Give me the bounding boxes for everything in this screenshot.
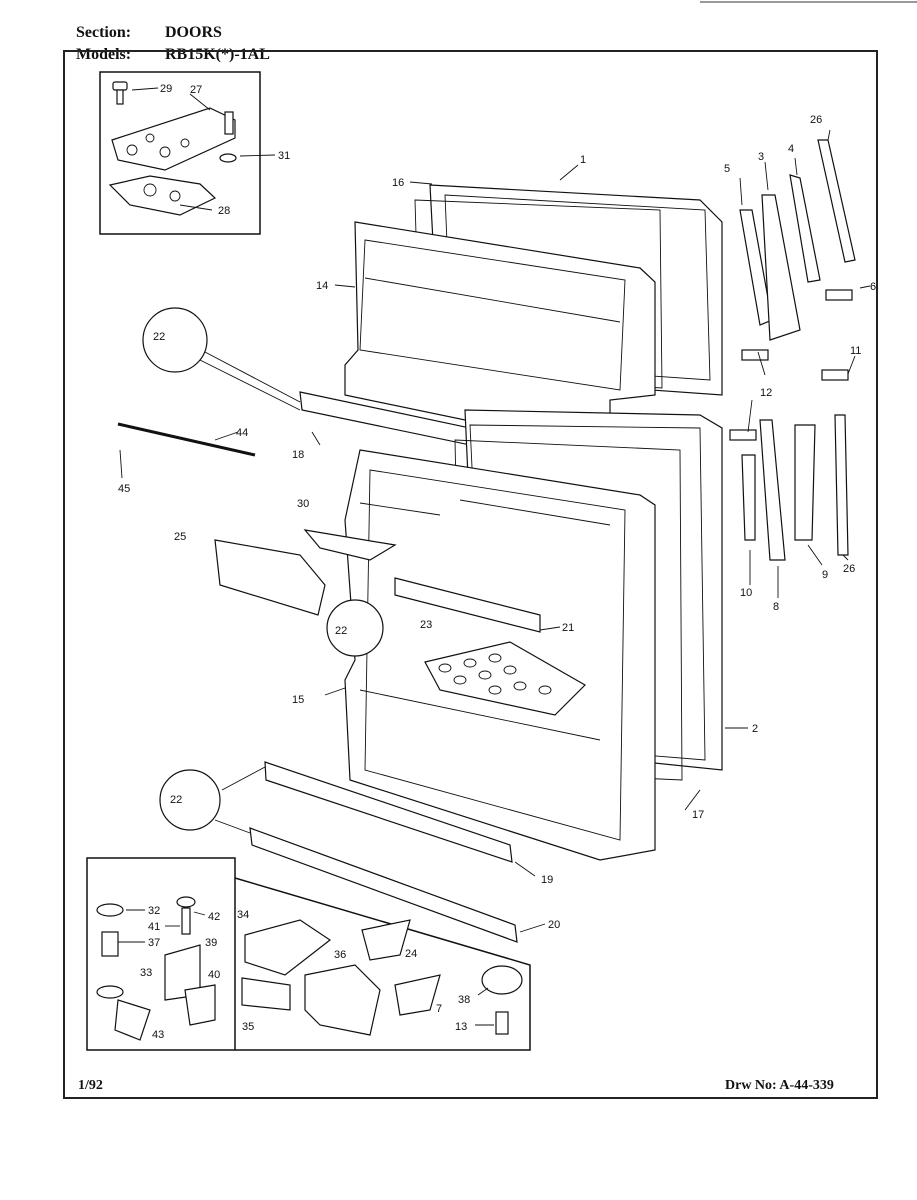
callout-15: 15 (292, 694, 304, 706)
callout-10: 10 (740, 587, 752, 599)
callout-12: 12 (760, 387, 772, 399)
callout-23: 23 (420, 619, 432, 631)
callout-44: 44 (236, 427, 248, 439)
butter-compartment (214, 539, 326, 616)
callout-17: 17 (692, 809, 704, 821)
callout-27: 27 (190, 84, 202, 96)
callout-2: 2 (752, 723, 758, 735)
bottom-parts-inset-box (234, 877, 531, 1051)
drawing-number: Drw No: A-44-339 (725, 1078, 834, 1093)
callout-38: 38 (458, 994, 470, 1006)
callout-7: 7 (436, 1003, 442, 1015)
callout-28: 28 (218, 205, 230, 217)
callout-5: 5 (724, 163, 730, 175)
callout-19: 19 (541, 874, 553, 886)
callout-9: 9 (822, 569, 828, 581)
callout-3: 3 (758, 151, 764, 163)
door-bar-19 (264, 761, 513, 863)
callout-6: 6 (870, 281, 876, 293)
footer-date: 1/92 (78, 1078, 103, 1093)
callout-8: 8 (773, 601, 779, 613)
rod-44 (117, 422, 256, 457)
callout-24: 24 (405, 948, 417, 960)
section-value: DOORS (165, 24, 222, 41)
detail-circle-group (142, 307, 384, 831)
callout-20: 20 (548, 919, 560, 931)
callout-30: 30 (297, 498, 309, 510)
callout-labels: 1 2 3 4 5 6 7 8 9 10 11 12 13 14 15 16 1… (118, 83, 876, 1041)
callout-40: 40 (208, 969, 220, 981)
callout-33: 33 (140, 967, 152, 979)
callout-22b: 22 (335, 625, 347, 637)
door-bar-21 (394, 577, 541, 633)
callout-34: 34 (237, 909, 249, 921)
callout-16: 16 (392, 177, 404, 189)
callout-26a: 26 (810, 114, 822, 126)
callout-13: 13 (455, 1021, 467, 1033)
dairy-cover (303, 529, 397, 561)
door-bar-20 (249, 827, 518, 943)
bottom-hinge-inset-box (86, 857, 236, 1051)
callout-1: 1 (580, 154, 586, 166)
callout-29: 29 (160, 83, 172, 95)
callout-22a: 22 (153, 331, 165, 343)
callout-11: 11 (850, 345, 861, 357)
callout-14: 14 (316, 280, 328, 292)
hinge-inset-box (99, 71, 261, 235)
callout-41: 41 (148, 921, 160, 933)
callout-35: 35 (242, 1021, 254, 1033)
callout-21: 21 (562, 622, 574, 634)
callout-31: 31 (278, 150, 290, 162)
callout-26b: 26 (843, 563, 855, 575)
drawing-frame (63, 50, 878, 1099)
callout-4: 4 (788, 143, 794, 155)
callout-43: 43 (152, 1029, 164, 1041)
callout-22c: 22 (170, 794, 182, 806)
section-label: Section: (76, 24, 132, 41)
callout-25: 25 (174, 531, 186, 543)
callout-32: 32 (148, 905, 160, 917)
callout-36: 36 (334, 949, 346, 961)
top-hinge-assembly (108, 81, 237, 216)
callout-18: 18 (292, 449, 304, 461)
callout-39: 39 (205, 937, 217, 949)
callout-45: 45 (118, 483, 130, 495)
callout-42: 42 (208, 911, 220, 923)
callout-37: 37 (148, 937, 160, 949)
